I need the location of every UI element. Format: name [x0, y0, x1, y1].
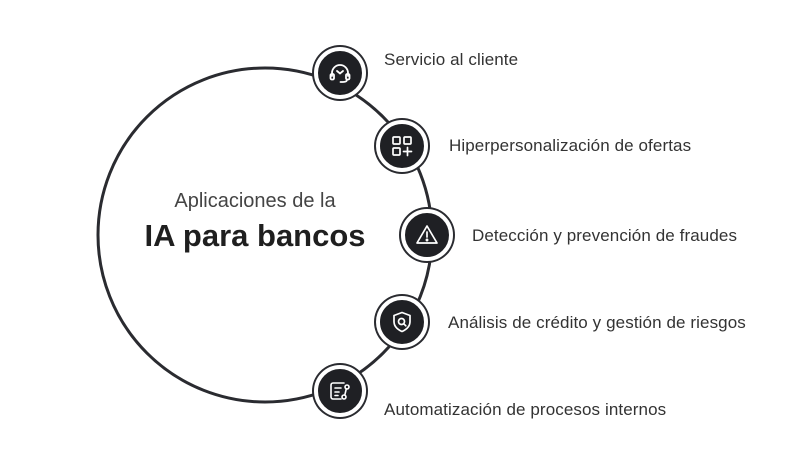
grid-plus-icon: [392, 136, 413, 157]
warning-icon: [416, 225, 438, 244]
node-servicio-cliente: [314, 47, 366, 99]
node-hiperpersonalizacion: [376, 120, 428, 172]
node-deteccion-fraudes: [401, 209, 453, 261]
process-card-icon: [330, 382, 350, 400]
node-analisis-credito: [376, 296, 428, 348]
title-line-2: IA para bancos: [144, 218, 366, 253]
label-analisis-credito: Análisis de crédito y gestión de riesgos: [448, 313, 746, 332]
node-automatizacion: [314, 365, 366, 417]
label-deteccion-fraudes: Detección y prevención de fraudes: [472, 226, 738, 245]
headset-icon: [329, 64, 351, 83]
title-line-1: Aplicaciones de la: [174, 190, 336, 212]
label-automatizacion: Automatización de procesos internos: [384, 400, 667, 419]
label-servicio-cliente: Servicio al cliente: [384, 50, 519, 69]
label-hiperpersonalizacion: Hiperpersonalización de ofertas: [449, 136, 692, 155]
shield-search-icon: [393, 311, 411, 333]
